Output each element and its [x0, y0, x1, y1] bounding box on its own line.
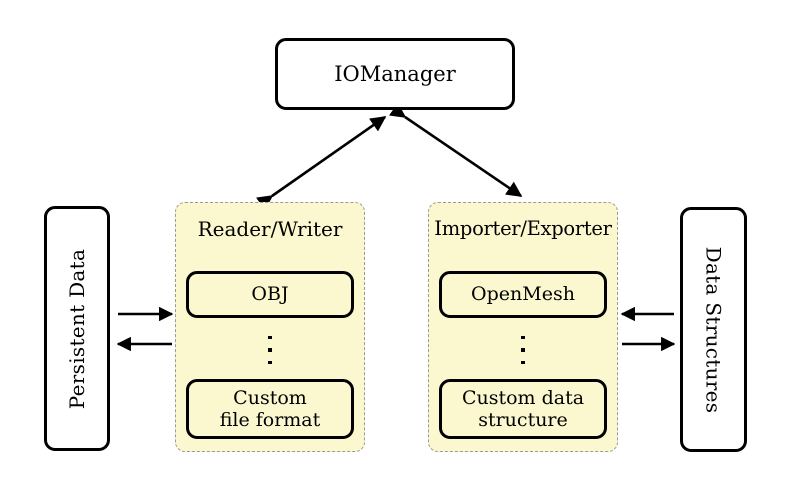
ellipsis-importer-exporter	[429, 329, 617, 371]
node-openmesh-label: OpenMesh	[471, 283, 575, 306]
node-iomanager[interactable]: IOManager	[275, 38, 515, 110]
ellipsis-dot	[521, 335, 525, 340]
ellipsis-dot	[268, 335, 272, 340]
node-data-structures-label: Data Structures	[701, 246, 726, 413]
ellipsis-dot	[268, 348, 272, 352]
ellipsis-dot	[521, 348, 525, 352]
ellipsis-reader-writer	[176, 329, 364, 371]
group-reader-writer: Reader/Writer OBJ Custom file format	[175, 202, 365, 452]
node-custom-file-format[interactable]: Custom file format	[186, 379, 354, 439]
node-iomanager-label: IOManager	[334, 62, 456, 86]
node-persistent-data-label: Persistent Data	[65, 248, 90, 409]
node-custom-file-format-line2: file format	[219, 409, 321, 431]
node-data-structures[interactable]: Data Structures	[680, 207, 747, 452]
node-custom-data-structure-line2: structure	[478, 409, 568, 431]
ellipsis-dot	[268, 360, 272, 365]
node-obj-label: OBJ	[251, 283, 289, 306]
node-custom-data-structure[interactable]: Custom data structure	[439, 379, 607, 439]
group-importer-exporter-title: Importer/Exporter	[434, 217, 612, 240]
node-obj[interactable]: OBJ	[186, 271, 354, 318]
arrow-io-to-importer-exporter	[389, 102, 523, 198]
node-persistent-data[interactable]: Persistent Data	[44, 206, 110, 451]
group-importer-exporter: Importer/Exporter OpenMesh Custom data s…	[428, 202, 618, 452]
node-custom-data-structure-line1: Custom data	[461, 386, 585, 409]
group-reader-writer-title: Reader/Writer	[197, 217, 343, 241]
ellipsis-dot	[521, 360, 525, 365]
node-custom-file-format-line1: Custom	[233, 386, 307, 409]
arrow-io-to-reader-writer	[256, 115, 387, 211]
node-openmesh[interactable]: OpenMesh	[439, 271, 607, 318]
